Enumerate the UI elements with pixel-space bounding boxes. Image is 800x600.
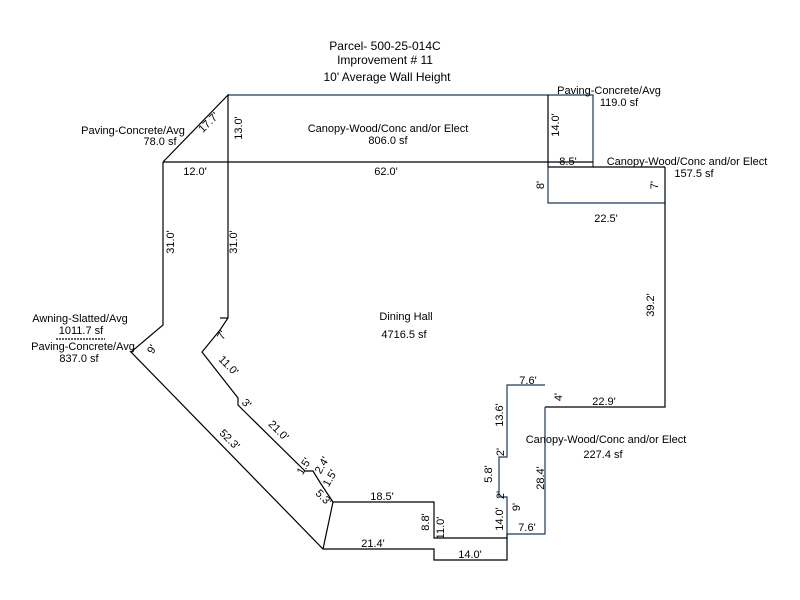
canopy-top-outline [228,94,594,167]
dining-hall-right-wall [545,167,666,408]
canopy-bottom-right-name: Canopy-Wood/Conc and/or Elect [526,434,687,446]
dim-28-4: 28.4' [535,466,547,490]
canopy-top-area: 806.0 sf [368,135,408,147]
dining-hall-name: Dining Hall [379,311,432,323]
dining-hall-inner-wall [201,162,508,539]
dim-39-2: 39.2' [645,293,657,317]
canopy-bottom-right-outline [498,384,546,535]
dim-5-8: 5.8' [483,465,495,482]
dim-7-6-top: 7.6' [519,375,536,387]
dim-31-0-outer: 31.0' [165,230,177,254]
dim-13-6: 13.6' [494,403,506,427]
dim-22-9: 22.9' [592,396,616,408]
dim-7-inner: 7' [215,329,230,342]
paving-top-right-area: 119.0 sf [600,97,639,109]
dim-2-b: 2' [495,491,507,499]
dim-31-0-inner: 31.0' [228,230,240,254]
dim-1-5: 1.5' [295,456,314,477]
dim-22-5: 22.5' [594,213,618,225]
dim-2-a: 2' [495,448,507,456]
dim-11-0-v: 11.0' [435,517,447,540]
paving-left-name: Paving-Concrete/Avg [31,341,135,353]
canopy-bottom-right-area: 227.4 sf [583,449,623,461]
dim-21-0: 21.0' [266,418,291,443]
paving-top-right-name: Paving-Concrete/Avg [557,85,661,97]
dim-62-0: 62.0' [374,166,398,178]
canopy-right-outline [547,167,665,204]
canopy-right-name: Canopy-Wood/Conc and/or Elect [607,156,768,168]
dim-12-0: 12.0' [183,166,207,178]
awning-area: 1011.7 sf [59,325,104,337]
dim-9-right: 9' [511,503,523,511]
dim-4: 4' [553,393,565,401]
improvement-label: Improvement # 11 [337,53,433,67]
paving-left-area: 837.0 sf [59,353,99,365]
paving-top-left-outline [162,93,229,163]
awning-inner-link [322,501,334,550]
dim-8-8: 8.8' [420,513,432,530]
wall-height-label: 10' Average Wall Height [323,70,451,84]
dining-hall-area: 4716.5 sf [381,329,427,341]
dim-5-3: 5.3' [313,487,334,508]
paving-top-left-area: 78.0 sf [143,136,177,148]
dim-14-0-top: 14.0' [550,113,562,137]
dim-7-right: 7' [649,181,661,189]
dim-14-0-v: 14.0' [494,507,506,531]
dim-9-left: 9' [145,343,160,356]
dim-7-6-bottom: 7.6' [518,522,535,534]
awning-name: Awning-Slatted/Avg [32,313,128,325]
dim-8-left: 8' [535,181,547,189]
dim-14-0-bottom: 14.0' [458,549,482,561]
canopy-top-name: Canopy-Wood/Conc and/or Elect [308,123,469,135]
dim-52-3: 52.3' [217,427,242,452]
dim-18-5: 18.5' [370,491,394,503]
dim-13-0: 13.0' [233,116,245,140]
awning-outer-boundary [130,162,508,561]
canopy-right-area: 157.5 sf [674,168,714,180]
dim-8-5: 8.5' [559,156,576,168]
dim-17-7: 17.7' [196,110,221,135]
dim-21-4: 21.4' [361,538,385,550]
parcel-label: Parcel- 500-25-014C [329,39,441,53]
paving-top-left-name: Paving-Concrete/Avg [81,125,185,137]
